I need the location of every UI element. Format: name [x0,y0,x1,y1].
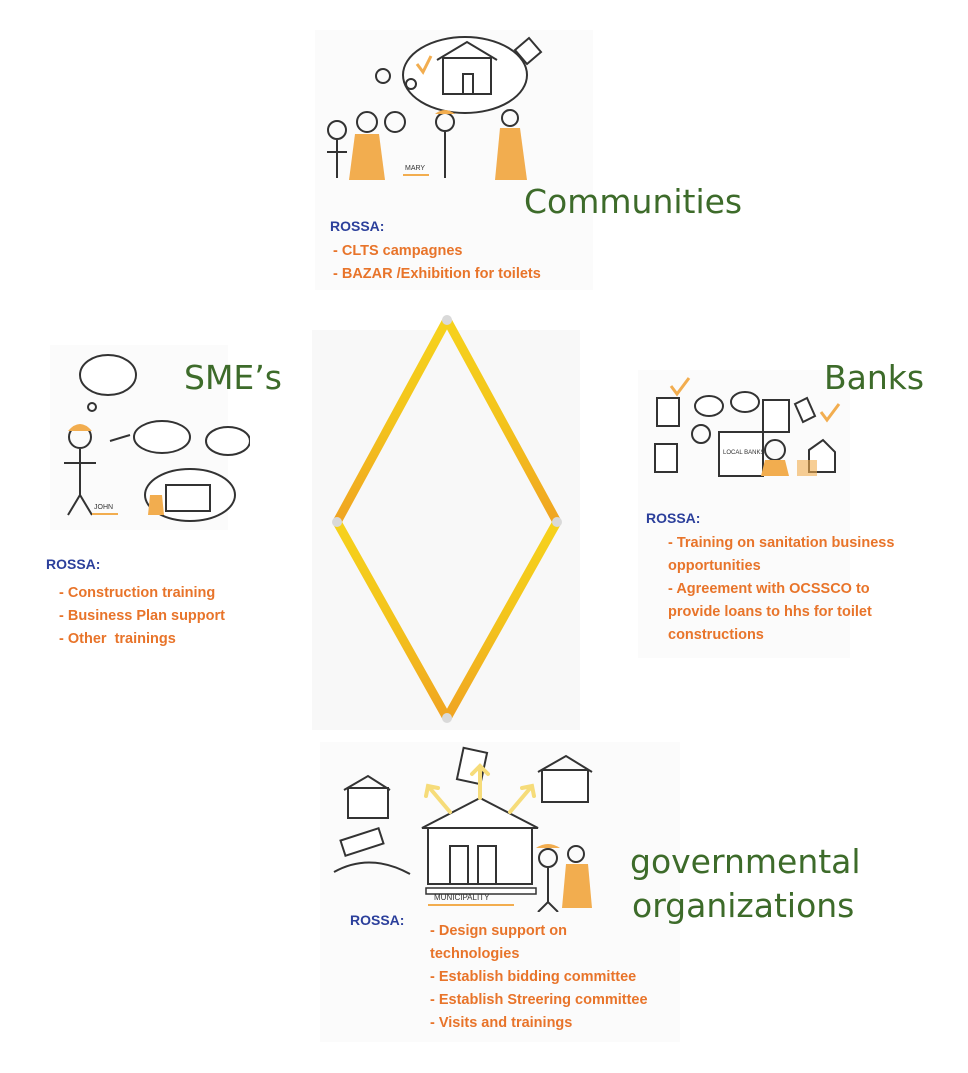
smes-illustration: JOHN [64,354,250,522]
communities-rossa-label: ROSSA: [330,218,385,234]
kite-edge-top-left [332,315,452,527]
smes-activity-list: - Construction training - Business Plan … [59,582,225,651]
government-title-line2: organizations [632,886,855,925]
list-item: - Business Plan support [59,608,225,624]
list-item: - Other trainings [59,631,176,647]
list-item: constructions [668,627,764,643]
communities-illustration-caption: MARY [405,165,425,172]
kite-node-top [442,315,452,325]
kite-edge-bottom-right [442,517,562,723]
smes-rossa-label: ROSSA: [46,556,101,572]
government-rossa-label: ROSSA: [350,912,405,928]
communities-activity-list: - CLTS campagnes - BAZAR /Exhibition for… [333,240,541,286]
government-title-line1: governmental [630,842,861,881]
smes-illustration-caption: JOHN [94,504,113,511]
banks-illustration: LOCAL BANKS [654,377,841,477]
list-item: - Agreement with OCSSCO to [668,581,870,597]
government-illustration-caption: MUNICIPALITY [434,893,490,902]
communities-title: Communities [524,182,743,221]
list-item: - Visits and trainings [430,1015,573,1031]
government-illustration: MUNICIPALITY [333,746,593,912]
kite-edge-top-right [442,315,562,527]
list-item: technologies [430,946,520,962]
kite-node-left [332,517,342,527]
kite-edge-bottom-left [332,517,452,723]
list-item: - Construction training [59,585,216,601]
list-item: opportunities [668,558,761,574]
smes-title: SME’s [184,358,282,397]
kite-node-right [552,517,562,527]
list-item: - Establish Streering committee [430,992,648,1008]
list-item: - Training on sanitation business [668,535,895,551]
banks-illustration-caption: LOCAL BANKS [723,450,764,456]
kite-diagram [312,315,580,730]
list-item: - CLTS campagnes [333,243,463,259]
communities-illustration: MARY [327,36,543,180]
government-activity-list: - Design support on technologies - Estab… [430,920,648,1035]
list-item: - BAZAR /Exhibition for toilets [333,266,541,282]
list-item: - Establish bidding committee [430,969,637,985]
banks-title: Banks [824,358,925,397]
banks-rossa-label: ROSSA: [646,510,701,526]
list-item: provide loans to hhs for toilet [668,604,872,620]
banks-activity-list: - Training on sanitation business opport… [668,532,894,647]
kite-node-bottom [442,713,452,723]
list-item: - Design support on [430,923,567,939]
